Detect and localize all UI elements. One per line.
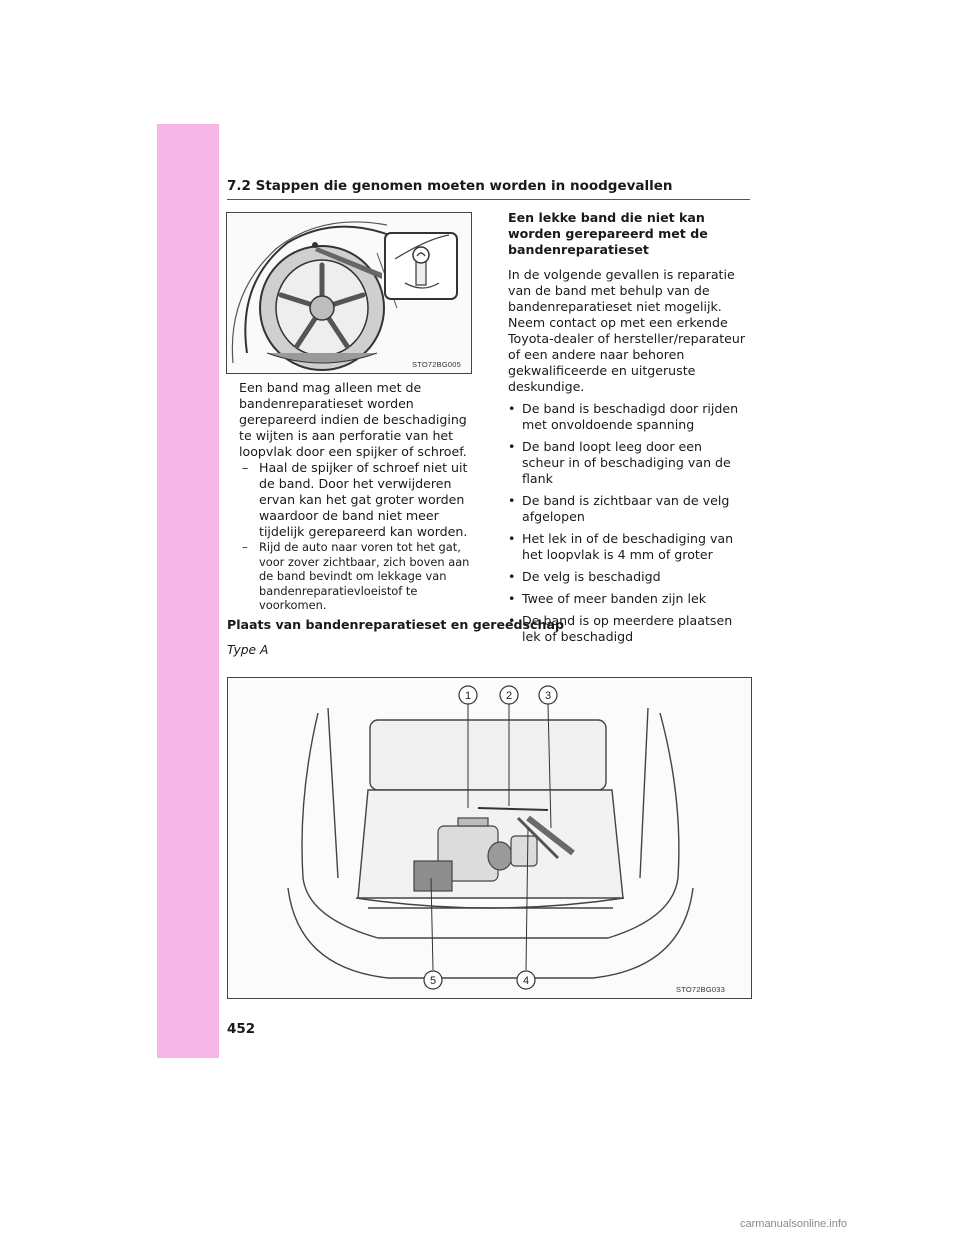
list-item-text: De band is zichtbaar van de velg afgelop… bbox=[522, 493, 730, 524]
list-item: • De velg is beschadigd bbox=[508, 569, 748, 585]
dash-marker: – bbox=[242, 460, 249, 475]
trunk-figure: 1 2 3 4 5 STO72BG033 bbox=[227, 677, 752, 999]
dash-item-text: Haal de spijker of schroef niet uit de b… bbox=[259, 460, 468, 539]
callout-1: 1 bbox=[465, 690, 471, 702]
section-header-title: 7.2 Stappen die genomen moeten worden in… bbox=[227, 178, 673, 194]
list-item-text: De velg is beschadigd bbox=[522, 569, 661, 584]
trunk-tools-illustration-icon: 1 2 3 4 5 bbox=[287, 685, 694, 990]
list-item: • Twee of meer banden zijn lek bbox=[508, 591, 748, 607]
bullet-marker: • bbox=[508, 591, 516, 606]
screw-in-tire-illustration-icon bbox=[231, 221, 458, 371]
dash-list-item: – Rijd de auto naar voren tot het gat, v… bbox=[239, 540, 477, 613]
wheel-figure: STO72BG005 bbox=[226, 212, 472, 374]
unrepairable-intro: In de volgende gevallen is reparatie van… bbox=[508, 267, 746, 394]
list-item-text: Het lek in of de beschadiging van het lo… bbox=[522, 531, 734, 562]
callout-5: 5 bbox=[430, 975, 436, 987]
bullet-marker: • bbox=[508, 401, 516, 416]
unrepairable-heading: Een lekke band die niet kan worden gerep… bbox=[508, 210, 708, 257]
figure-code: STO72BG005 bbox=[412, 360, 461, 369]
dash-list-item: – Haal de spijker of schroef niet uit de… bbox=[239, 460, 477, 540]
right-column: Een lekke band die niet kan worden gerep… bbox=[508, 210, 748, 651]
type-label: Type A bbox=[227, 643, 269, 657]
list-item-text: De band loopt leeg door een scheur in of… bbox=[522, 439, 731, 486]
list-item: • De band is op meerdere plaatsen lek of … bbox=[508, 613, 748, 645]
list-item: • De band loopt leeg door een scheur in o… bbox=[508, 439, 748, 487]
list-item-text: Twee of meer banden zijn lek bbox=[522, 591, 707, 606]
list-item: • De band is beschadigd door rijden met o… bbox=[508, 401, 748, 433]
bullet-marker: • bbox=[508, 439, 516, 454]
chapter-sidebar-band bbox=[157, 124, 219, 1058]
list-item-text: De band is op meerdere plaatsen lek of b… bbox=[522, 613, 733, 644]
left-text-block: Een band mag alleen met de bandenreparat… bbox=[239, 380, 477, 613]
bullet-marker: • bbox=[508, 531, 516, 546]
callout-2: 2 bbox=[506, 690, 512, 702]
list-item-text: De band is beschadigd door rijden met on… bbox=[522, 401, 739, 432]
dash-marker: – bbox=[242, 540, 248, 554]
dash-item-text: Rijd de auto naar voren tot het gat, voo… bbox=[259, 540, 470, 613]
bullet-marker: • bbox=[508, 493, 516, 508]
figure-code: STO72BG033 bbox=[676, 985, 725, 994]
watermark-text: carmanualsonline.info bbox=[740, 1218, 848, 1230]
page-number: 452 bbox=[227, 1021, 256, 1037]
callout-3: 3 bbox=[545, 690, 551, 702]
callout-4: 4 bbox=[523, 975, 529, 987]
repair-condition-text: Een band mag alleen met de bandenreparat… bbox=[239, 380, 467, 459]
list-item: • De band is zichtbaar van de velg afgelo… bbox=[508, 493, 748, 525]
unrepairable-list: • De band is beschadigd door rijden met o… bbox=[508, 401, 748, 645]
section-title: Plaats van bandenreparatieset en gereeds… bbox=[227, 617, 564, 632]
page-header: 7.2 Stappen die genomen moeten worden in… bbox=[227, 178, 750, 200]
list-item: • Het lek in of de beschadiging van het l… bbox=[508, 531, 748, 563]
bullet-marker: • bbox=[508, 569, 516, 584]
bullet-marker: • bbox=[508, 613, 516, 628]
